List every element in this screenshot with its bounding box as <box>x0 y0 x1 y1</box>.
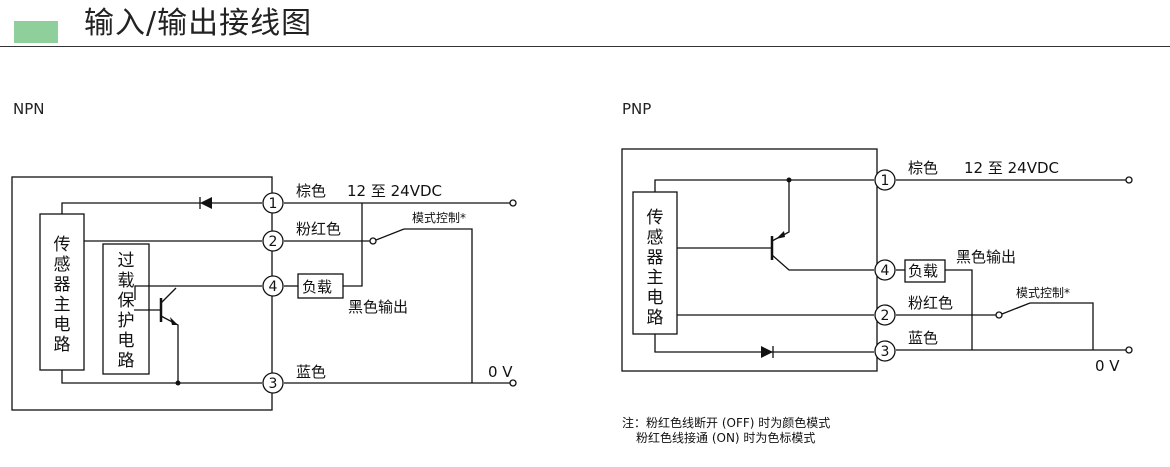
pnp-mode-switch <box>1001 302 1031 315</box>
pnp-load-box <box>904 259 946 283</box>
pnp-terminal-blue <box>1125 346 1133 354</box>
npn-overload-protection-box <box>102 243 150 375</box>
npn-load-supply <box>343 203 363 287</box>
pnp-pin-2 <box>874 304 896 326</box>
pnp-switch-return <box>1030 302 1094 350</box>
pnp-pin-1 <box>874 169 896 191</box>
npn-collector <box>160 287 177 304</box>
npn-wire-blue-internal <box>61 370 262 384</box>
npn-emitter-arrow-icon <box>170 317 178 325</box>
pnp-label: PNP <box>622 100 652 118</box>
pnp-emitter <box>771 180 790 242</box>
npn-pin-1 <box>262 192 284 214</box>
npn-switch-return <box>404 228 473 383</box>
npn-pin-number: 3 <box>269 376 278 392</box>
npn-housing <box>11 176 273 411</box>
page-title: 输入/输出接线图 <box>84 6 313 41</box>
pnp-switch-contact <box>995 311 1003 319</box>
pnp-supply-label: 12 至 24VDC <box>964 159 1059 177</box>
npn-wire-brown-internal <box>61 202 262 214</box>
pnp-pin-number: 3 <box>881 344 890 360</box>
pnp-wire-brown-label: 棕色 <box>908 159 938 177</box>
pnp-zero-v-label: 0 V <box>1095 357 1120 375</box>
npn-label: NPN <box>13 100 45 118</box>
npn-wire-blue-label: 蓝色 <box>296 363 326 381</box>
npn-black-output-label: 黑色输出 <box>348 298 408 316</box>
npn-switch-contact <box>369 237 377 245</box>
npn-terminal-brown <box>509 199 517 207</box>
pnp-pin-number: 4 <box>881 263 890 279</box>
footnote-line-2: 粉红色线接通 (ON) 时为色标模式 <box>636 431 816 445</box>
pnp-pin-4 <box>874 259 896 281</box>
pnp-terminal-brown <box>1125 176 1133 184</box>
npn-emitter <box>160 315 179 383</box>
pnp-load-return <box>945 269 973 350</box>
pnp-main-char: 器 <box>647 248 664 268</box>
pnp-pin-3 <box>874 340 896 362</box>
npn-main-char: 路 <box>54 335 71 355</box>
pnp-mode-control-label: 模式控制* <box>1016 286 1070 300</box>
npn-main-char: 传 <box>54 235 71 255</box>
pnp-pin-number: 1 <box>881 173 890 189</box>
npn-main-char: 主 <box>54 295 71 315</box>
npn-pin-number: 4 <box>269 279 278 295</box>
pnp-housing <box>621 148 878 372</box>
npn-protect-char: 路 <box>118 351 135 371</box>
npn-main-char: 器 <box>54 275 71 295</box>
pnp-pin-number: 2 <box>881 308 890 324</box>
npn-load-label: 负载 <box>302 278 332 296</box>
pnp-emitter-arrow-icon <box>776 231 785 239</box>
npn-main-char: 电 <box>54 315 71 335</box>
pnp-diode-icon <box>761 346 773 358</box>
npn-supply-label: 12 至 24VDC <box>347 182 442 200</box>
npn-protect-char: 护 <box>118 311 135 331</box>
pnp-wire-pink-label: 粉红色 <box>908 294 953 312</box>
npn-pin-2 <box>262 230 284 252</box>
npn-main-char: 感 <box>54 255 71 275</box>
npn-zero-v-label: 0 V <box>488 363 513 381</box>
npn-pin-number: 1 <box>269 196 278 212</box>
npn-mode-control-label: 模式控制* <box>412 211 466 225</box>
npn-protect-char: 过 <box>118 251 135 271</box>
npn-junction-dot <box>175 380 181 386</box>
page-header: 输入/输出接线图 <box>0 0 1170 48</box>
npn-protect-char: 载 <box>118 271 135 291</box>
npn-protect-char: 保 <box>118 291 135 311</box>
npn-wire-output-internal <box>134 285 262 300</box>
pnp-wire-blue-label: 蓝色 <box>908 329 938 347</box>
npn-pin-3 <box>262 372 284 394</box>
pnp-main-char: 路 <box>647 308 664 328</box>
pnp-main-char: 传 <box>647 208 664 228</box>
footnote: 注：粉红色线断开 (OFF) 时为颜色模式 粉红色线接通 (ON) 时为色标模式 <box>622 416 830 446</box>
header-accent-square <box>14 21 58 43</box>
pnp-wire-brown-internal <box>654 179 874 192</box>
pnp-main-char: 主 <box>647 268 664 288</box>
pnp-wire-blue-internal <box>654 334 874 353</box>
npn-pin-number: 2 <box>269 234 278 250</box>
npn-pin-4 <box>262 275 284 297</box>
npn-diagram: 传 感 器 主 电 路 过 载 保 护 电 路 <box>11 176 517 411</box>
pnp-diagram: 传 感 器 主 电 路 <box>621 148 1133 375</box>
npn-protect-char: 电 <box>118 331 135 351</box>
npn-diode-icon <box>200 197 212 209</box>
pnp-black-output-label: 黑色输出 <box>956 248 1016 266</box>
pnp-main-char: 感 <box>647 228 664 248</box>
npn-wire-brown-label: 棕色 <box>296 182 326 200</box>
footnote-line-1: 注：粉红色线断开 (OFF) 时为颜色模式 <box>622 416 831 430</box>
npn-wire-pink-label: 粉红色 <box>296 220 341 238</box>
pnp-load-label: 负载 <box>908 262 938 280</box>
pnp-collector <box>771 254 874 271</box>
pnp-main-char: 电 <box>647 288 664 308</box>
header-rule <box>0 46 1170 47</box>
npn-terminal-blue <box>509 379 517 387</box>
npn-mode-switch <box>375 228 405 241</box>
